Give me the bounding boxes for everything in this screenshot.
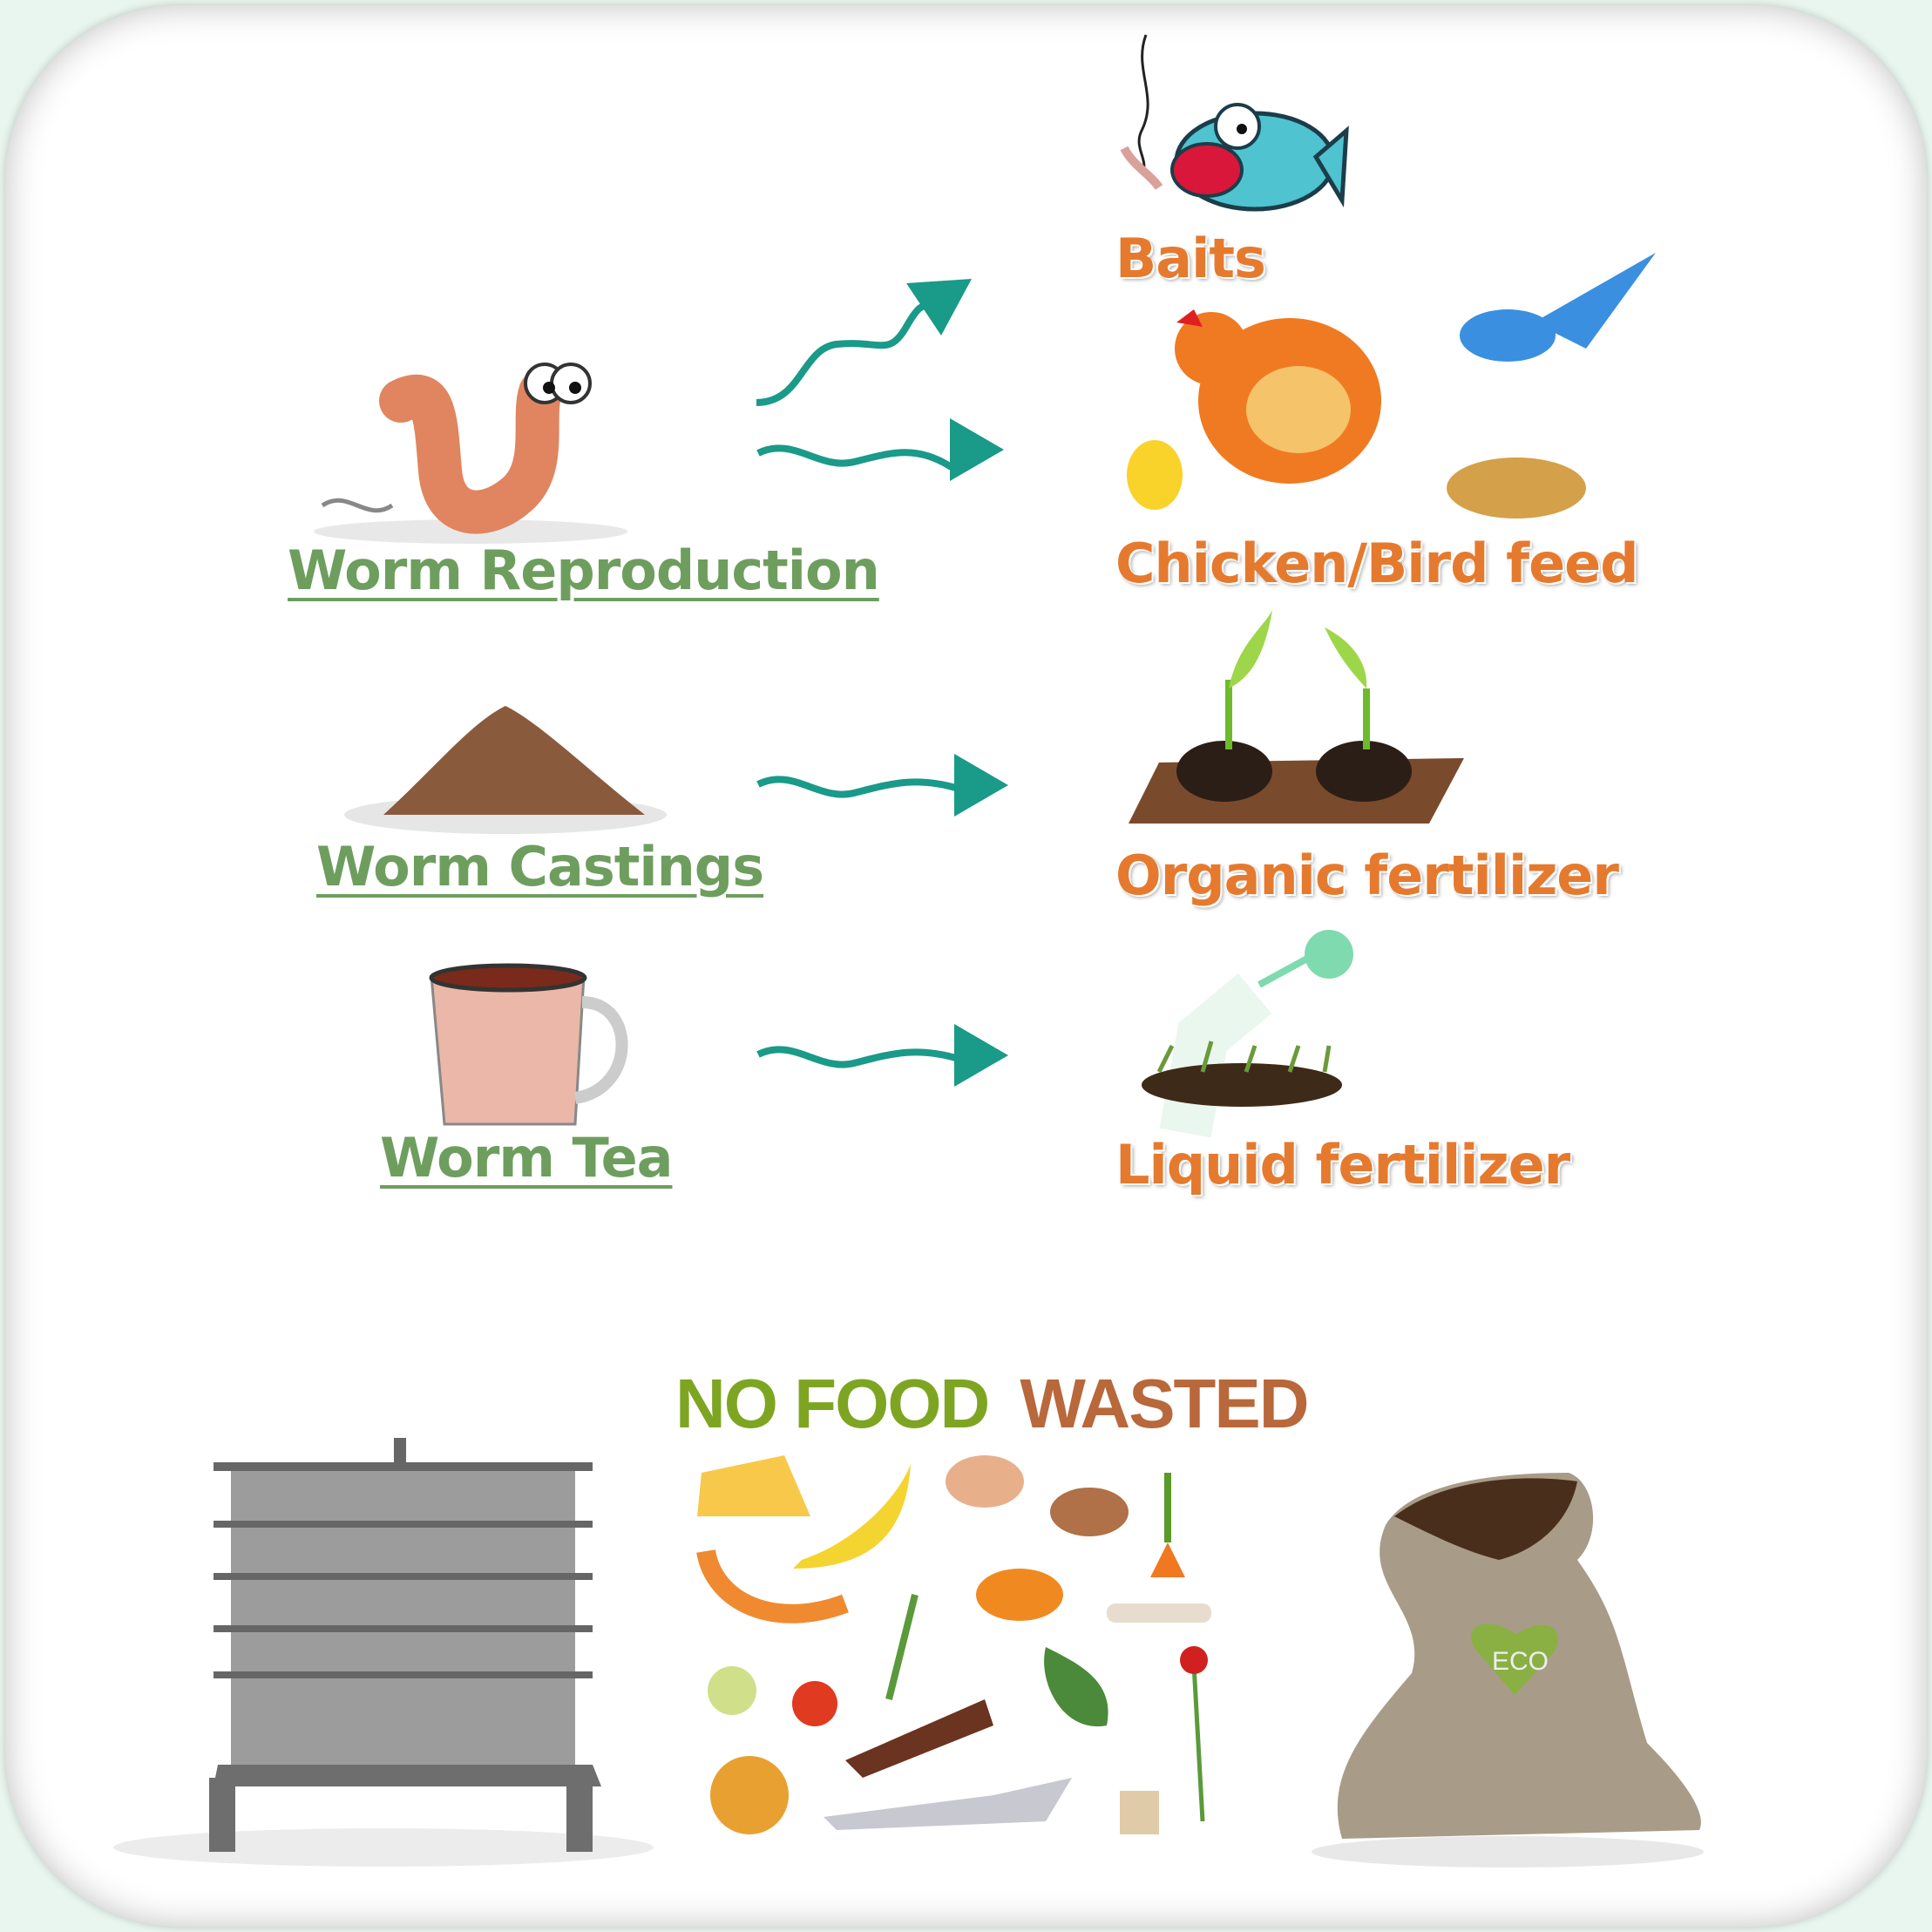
watering-can-icon	[1142, 930, 1353, 1138]
chicken-bird-feed-label: Chicken/Bird feed	[1115, 532, 1639, 595]
worm-icon	[314, 363, 627, 544]
castings-pile-icon	[344, 706, 667, 834]
organic-fertilizer-label: Organic fertilizer	[1115, 844, 1619, 907]
chicken-bird-icon	[1127, 253, 1656, 519]
banner-part1: NO FOOD	[675, 1365, 990, 1442]
food-scraps-icon	[696, 1455, 1211, 1834]
worm-tea-label: Worm Tea	[380, 1126, 673, 1190]
banner-part2: WASTED	[1020, 1365, 1309, 1442]
arrow-heads	[950, 418, 1008, 1087]
eco-badge: ECO	[1492, 1647, 1549, 1676]
no-food-wasted-banner: NO FOOD WASTED	[675, 1364, 1310, 1444]
worm-bin-icon	[113, 1438, 654, 1867]
fish-bait-icon	[1120, 34, 1349, 212]
compost-bag-icon	[1312, 1473, 1704, 1868]
liquid-fertilizer-label: Liquid fertilizer	[1115, 1133, 1570, 1196]
tea-mug-icon	[429, 963, 628, 1126]
baits-label: Baits	[1115, 227, 1266, 290]
trend-arrow-icon	[756, 279, 972, 406]
worm-castings-label: Worm Castings	[316, 835, 764, 898]
worm-reproduction-label: Worm Reproduction	[288, 539, 880, 602]
sprouts-icon	[1129, 610, 1464, 824]
